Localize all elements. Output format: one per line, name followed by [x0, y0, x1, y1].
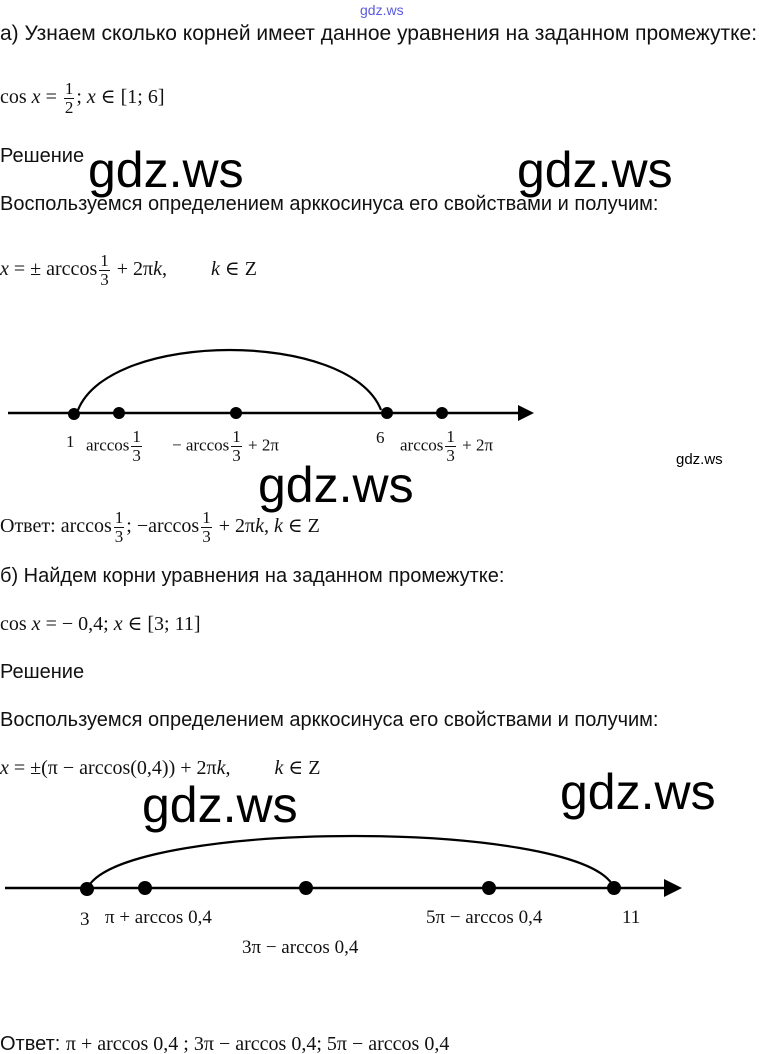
- watermark: gdz.ws: [88, 142, 244, 198]
- part-a-heading: а) Узнаем сколько корней имеет данное ур…: [0, 22, 758, 45]
- watermark: gdz.ws: [676, 451, 723, 468]
- number-line-a: [8, 349, 534, 421]
- point: [299, 881, 313, 895]
- point: [482, 881, 496, 895]
- watermark: gdz.ws: [517, 142, 673, 198]
- arrow-head: [664, 879, 682, 897]
- watermark: gdz.ws: [360, 2, 404, 18]
- watermark: gdz.ws: [258, 457, 414, 513]
- point-label: 5π − arccos 0,4: [426, 907, 543, 928]
- watermark: gdz.ws: [142, 777, 298, 833]
- point-label: 6: [376, 428, 385, 447]
- point: [68, 408, 80, 420]
- point: [436, 407, 448, 419]
- point-label: π + arccos 0,4: [105, 907, 212, 928]
- point: [138, 881, 152, 895]
- point-label: 11: [622, 907, 641, 928]
- part-a-method: Воспользуемся определением арккосинуса е…: [0, 193, 659, 215]
- number-line-b: [5, 834, 682, 897]
- arrow-head: [518, 405, 534, 421]
- part-b-solution-label: Решение: [0, 661, 85, 683]
- point: [230, 407, 242, 419]
- part-b-general-solution: x = ±(π − arccos(0,4)) + 2πk,k ∈ Z: [0, 757, 321, 779]
- part-b-answer: Ответ: π + arccos 0,4 ; 3π − arccos 0,4;…: [0, 1033, 450, 1054]
- point: [381, 407, 393, 419]
- point: [80, 882, 94, 896]
- point-label: 1: [66, 432, 75, 451]
- point: [607, 881, 621, 895]
- part-b-heading: б) Найдем корни уравнения на заданном пр…: [0, 565, 505, 587]
- part-b-equation: cos x = − 0,4; x ∈ [3; 11]: [0, 613, 201, 635]
- watermark: gdz.ws: [560, 764, 716, 820]
- interval-arc: [89, 834, 613, 885]
- part-b-method: Воспользуемся определением арккосинуса е…: [0, 709, 659, 731]
- point: [113, 407, 125, 419]
- point-label: 3π − arccos 0,4: [242, 937, 359, 958]
- interval-arc: [76, 349, 383, 411]
- point-label: 3: [80, 909, 90, 930]
- part-a-solution-label: Решение: [0, 145, 85, 167]
